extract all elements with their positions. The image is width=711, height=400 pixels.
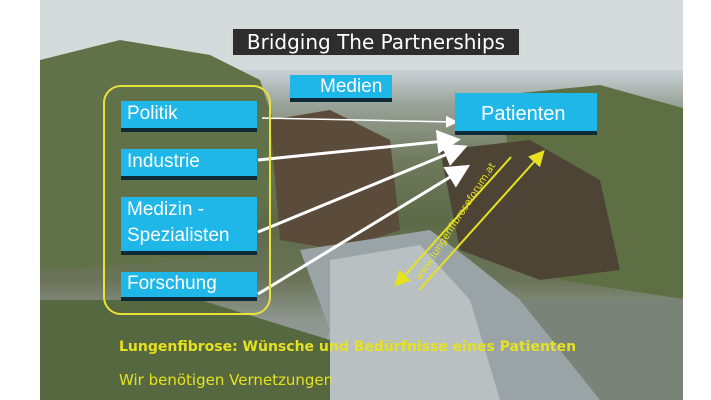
left-margin [0,0,40,400]
forschung-label: Forschung [127,273,217,294]
medien-box: Medien [290,75,392,102]
patienten-box: Patienten [455,93,597,135]
arrow-politik-patienten [261,115,458,128]
patienten-label: Patienten [481,103,566,125]
industrie-label: Industrie [127,151,200,172]
arrow-medizin-patienten [257,143,468,234]
medizin-label-line1: Medizin - [127,199,205,220]
caption-bold: Lungenfibrose: Wünsche und Bedürfnisse e… [119,339,577,355]
forschung-box: Forschung [121,272,257,301]
arrow-forschung-patienten [257,164,471,296]
right-margin [683,0,711,400]
medien-label: Medien [320,76,383,97]
arrow-yellow-up [418,150,545,291]
politik-label: Politik [127,103,178,124]
medizin-label-line2: Spezialisten [127,225,230,246]
medizin-box: Medizin - Spezialisten [121,197,257,255]
arrow-yellow-down [394,156,512,287]
slide-title: Bridging The Partnerships [231,27,521,57]
politik-box: Politik [121,101,257,132]
industrie-box: Industrie [121,149,257,180]
stakeholder-group [103,85,271,315]
arrow-industrie-patienten [257,129,461,162]
caption-plain: Wir benötigen Vernetzungen [119,371,334,389]
